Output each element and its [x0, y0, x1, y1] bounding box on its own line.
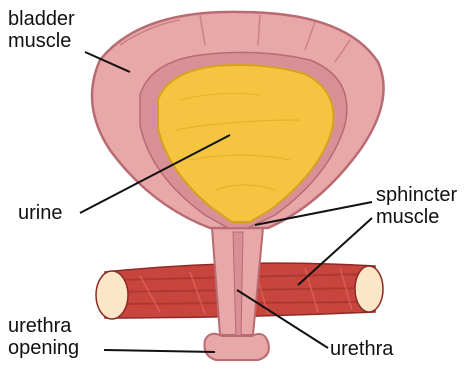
muscle-right-end [355, 266, 383, 312]
label-bladder-muscle-line2: muscle [8, 30, 75, 52]
muscle-left-end [96, 271, 128, 319]
label-sphincter-line1: sphincter [376, 184, 457, 206]
label-urethra-opening: urethra opening [8, 315, 79, 359]
label-urethra: urethra [330, 338, 393, 360]
label-urine: urine [18, 202, 62, 224]
label-sphincter-line2: muscle [376, 206, 457, 228]
label-sphincter-muscle: sphincter muscle [376, 184, 457, 228]
urethra-opening-shape [204, 334, 268, 360]
leader-urethra-opening [104, 350, 215, 352]
label-urine-text: urine [18, 202, 62, 224]
label-bladder-muscle-line1: bladder [8, 8, 75, 30]
label-urethra-text: urethra [330, 338, 393, 360]
label-bladder-muscle: bladder muscle [8, 8, 75, 52]
label-urethra-opening-line2: opening [8, 337, 79, 359]
label-urethra-opening-line1: urethra [8, 315, 79, 337]
